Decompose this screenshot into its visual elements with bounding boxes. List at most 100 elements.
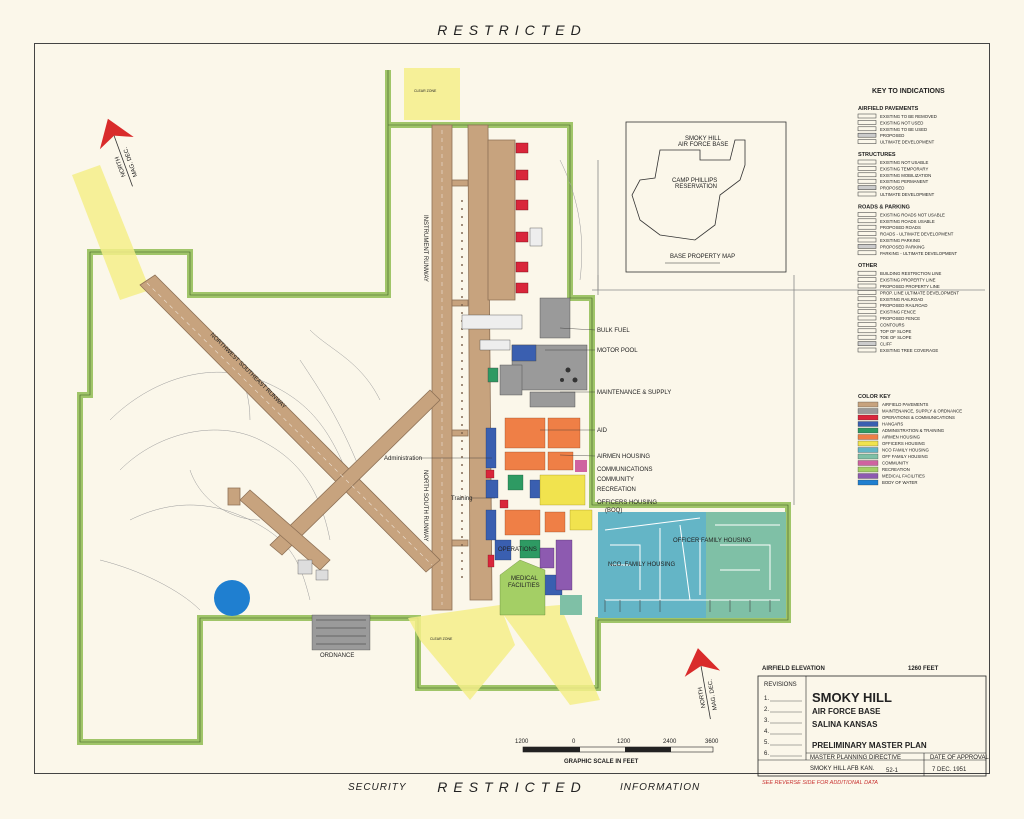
airmen-housing-area[interactable] — [504, 417, 581, 536]
key-item: PROPOSED FENCE — [880, 316, 920, 321]
key-swatch — [857, 341, 877, 346]
elevation-value: 1260 FEET — [908, 666, 939, 672]
officers-housing-area[interactable] — [539, 474, 593, 531]
bulk-fuel-label: BULK FUEL — [597, 328, 630, 334]
date-label: DATE OF APPROVAL — [930, 755, 989, 761]
key-swatch — [857, 244, 877, 249]
key-item: BUILDING RESTRICTION LINE — [880, 271, 941, 276]
communications-label: COMMUNICATIONS — [597, 467, 653, 473]
key-swatch — [857, 237, 877, 243]
ordnance-label: ORDNANCE — [320, 653, 354, 659]
community-area[interactable] — [575, 460, 587, 472]
key-item: EXISTING NOT USABLE — [880, 160, 929, 165]
key-item: EXISTING NOT USED — [880, 120, 923, 125]
color-key-swatch — [857, 421, 879, 427]
revision-number: 2. — [764, 707, 769, 713]
color-key-swatch — [857, 473, 879, 479]
nw-se-runway-label: NORTHWEST SOUTHEAST RUNWAY — [209, 332, 287, 410]
color-key-item: AIRMEN HOUSING — [882, 435, 921, 440]
aid-label: AID — [597, 428, 608, 434]
key-item: PROPOSED — [880, 133, 904, 138]
key-item: PROPOSED RAILROAD — [880, 303, 928, 308]
key-swatch — [857, 283, 877, 289]
scale-tick: 2400 — [663, 739, 677, 745]
nco-family-label: NCO. FAMILY HOUSING — [608, 562, 675, 568]
title-sub2: SALINA KANSAS — [812, 720, 878, 729]
medical-area[interactable] — [539, 539, 573, 591]
color-key-item: HANGARS — [882, 422, 903, 427]
reverse-note: SEE REVERSE SIDE FOR ADDITIONAL DATA — [762, 780, 878, 786]
key-swatch — [857, 120, 877, 125]
key-swatch — [857, 224, 877, 230]
color-key-swatch — [857, 401, 879, 408]
key-item: EXISTING PERMANENT — [880, 179, 929, 184]
color-key-item: ADMINISTRATION & TRAINING — [882, 428, 945, 433]
clear-zone-north — [404, 68, 460, 120]
color-key-swatch — [857, 408, 879, 414]
key-item: PROPOSED ROADS — [880, 225, 921, 230]
key-swatch — [857, 218, 877, 224]
key-item: EXISTING TREE COVERAGE — [880, 348, 938, 353]
color-key-item: OFF FAMILY HOUSING — [882, 454, 929, 459]
ops-hangars-north[interactable] — [515, 142, 529, 294]
restricted-footer: RESTRICTED — [437, 779, 587, 795]
key-item: EXISTING MOBILIZATION — [880, 173, 931, 178]
recreation-area[interactable] — [499, 559, 546, 616]
key-item: EXISTING TO BE USED — [880, 127, 927, 132]
key-swatch — [857, 172, 877, 178]
color-key-swatch — [857, 447, 879, 453]
key-item: PROP. LINE ULTIMATE DEVELOPMENT — [880, 290, 959, 295]
clear-zone-nw-strip — [72, 165, 150, 300]
key-swatch — [857, 334, 877, 340]
key-item: EXISTING TEMPORARY — [880, 166, 928, 171]
color-key-swatch — [857, 453, 879, 460]
recreation-label: RECREATION — [597, 487, 636, 493]
color-key-item: RECREATION — [882, 467, 910, 472]
key-swatch — [857, 315, 877, 321]
facilities-label: FACILITIES — [508, 583, 540, 589]
nw-se-runway[interactable] — [139, 274, 441, 573]
body-of-water[interactable] — [214, 580, 250, 616]
title-plan: PRELIMINARY MASTER PLAN — [812, 741, 927, 750]
officers-housing-label: OFFICERS HOUSING — [597, 500, 657, 506]
color-key-swatch — [857, 479, 879, 486]
approval-date: 7 DEC. 1951 — [932, 767, 967, 773]
key-swatch — [857, 231, 877, 236]
sw-ne-runway[interactable] — [269, 389, 441, 556]
officer-family-housing-area[interactable] — [706, 512, 786, 618]
clear-zone-south — [408, 605, 515, 700]
revision-number: 6. — [764, 751, 769, 757]
master-planning: MASTER PLANNING DIRECTIVE — [810, 755, 901, 761]
key-swatch — [857, 270, 877, 276]
key-section-heading: AIRFIELD PAVEMENTS — [858, 106, 919, 112]
roads — [592, 160, 985, 505]
airfield-pavements[interactable] — [139, 124, 516, 611]
directive-base: SMOKY HILL AFB KAN. — [810, 766, 875, 772]
color-key-item: NCO FAMILY HOUSING — [882, 448, 930, 453]
security-right: INFORMATION — [620, 782, 701, 793]
key-swatch — [857, 185, 877, 190]
color-key-item: BODY OF WATER — [882, 480, 918, 485]
housing-streets — [604, 517, 780, 601]
restricted-header: RESTRICTED — [437, 22, 587, 38]
operations-comms-area[interactable] — [485, 469, 509, 568]
revision-number: 5. — [764, 740, 769, 746]
administration-area[interactable] — [507, 474, 541, 559]
key-swatch — [857, 290, 877, 295]
key-swatch — [857, 302, 877, 308]
inset-title-1: SMOKY HILL — [685, 136, 722, 142]
medical-label: MEDICAL — [511, 576, 538, 582]
key-item: ULTIMATE DEVELOPMENT — [880, 140, 935, 145]
key-item: EXISTING ROADS NOT USABLE — [880, 212, 945, 217]
key-item: PROPOSED PROPERTY LINE — [880, 284, 940, 289]
color-key-swatch — [857, 427, 879, 434]
maintenance-supply-area[interactable] — [487, 297, 588, 408]
key-item: CONTOURS — [880, 322, 905, 327]
key-item: ULTIMATE DEVELOPMENT — [880, 192, 935, 197]
off-family-housing-small[interactable] — [560, 595, 582, 615]
base-property-inset[interactable]: SMOKY HILL AIR FORCE BASE CAMP PHILLIPS … — [625, 121, 787, 273]
instrument-runway[interactable] — [431, 124, 453, 611]
